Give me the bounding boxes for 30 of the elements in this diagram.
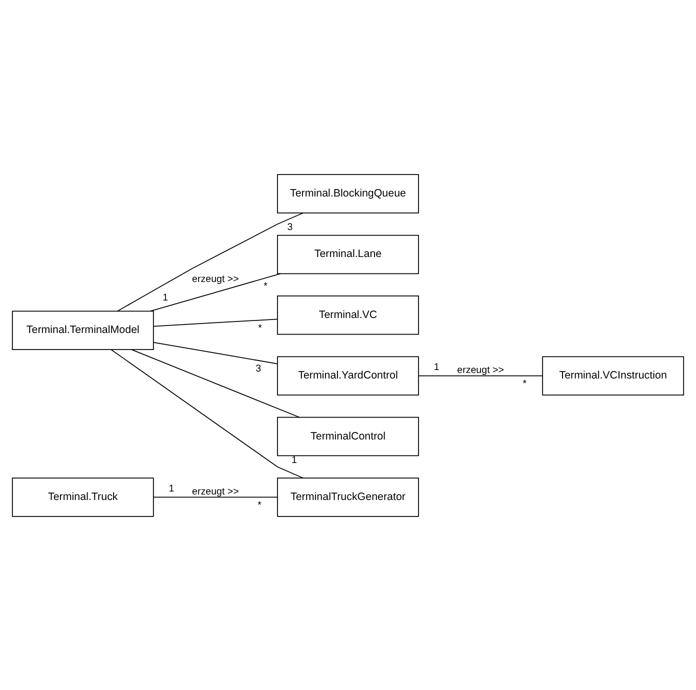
edge-label: erzeugt >> [457, 364, 504, 376]
connector [153, 496, 278, 498]
label: * [264, 280, 268, 292]
label: * [522, 378, 527, 390]
label: 1 [162, 292, 168, 304]
label: 1 [434, 362, 440, 373]
label: * [258, 322, 262, 334]
node-box: Terminal.Lane [277, 234, 419, 274]
connector [418, 374, 543, 376]
connector [150, 272, 281, 312]
connector [153, 318, 278, 326]
connector [110, 348, 304, 478]
node-box: Terminal.VC [277, 295, 419, 334]
node-box: Terminal.YardControl [277, 356, 419, 395]
connector [131, 348, 300, 418]
connector [153, 341, 278, 364]
label: 3 [287, 222, 293, 233]
label: * [258, 500, 262, 511]
connector [117, 212, 304, 311]
node-box: TerminalControl [277, 416, 419, 456]
node-box: Terminal.TerminalModel [12, 310, 154, 350]
node-box: Terminal.Truck [12, 477, 154, 516]
label: 1 [168, 482, 174, 494]
label: 3 [256, 362, 262, 374]
node-box: Terminal.VCInstruction [542, 356, 684, 395]
edge-label: erzeugt >> [192, 486, 239, 497]
edge-label: erzeugt >> [192, 273, 239, 284]
node-box: Terminal.BlockingQueue [277, 174, 419, 213]
label: 1 [292, 454, 297, 466]
node-box: TerminalTruckGenerator [277, 477, 419, 516]
